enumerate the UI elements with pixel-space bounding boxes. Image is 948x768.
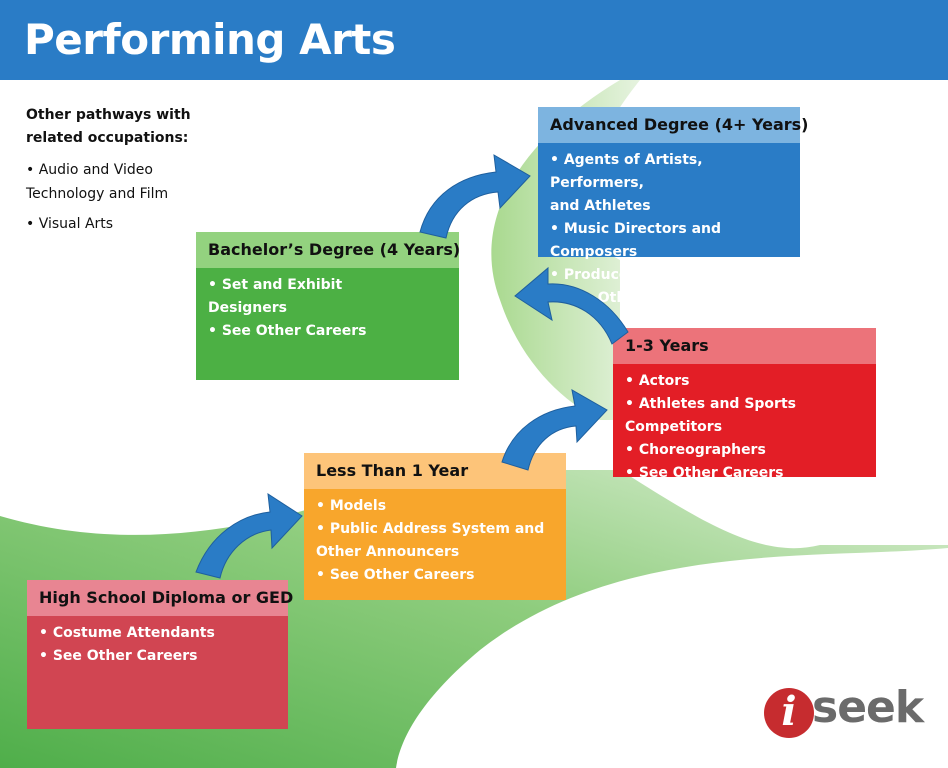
box-advanced-degree: Advanced Degree (4+ Years) Agents of Art…	[538, 107, 808, 306]
pathway-item-audio-video-line-1: • Audio and Video	[26, 162, 153, 178]
box-less-than-1-year: Less Than 1 Year Models Public Address S…	[304, 453, 566, 600]
career-link[interactable]: Set and Exhibit	[208, 274, 447, 297]
iseek-logo-mark: i	[764, 688, 814, 738]
see-other-careers-link[interactable]: See Other Careers	[208, 320, 447, 343]
career-link-continued[interactable]: and Athletes	[550, 198, 651, 214]
box-high-school-diploma: High School Diploma or GED Costume Atten…	[27, 580, 293, 729]
page-header: Performing Arts	[0, 0, 948, 80]
pathway-item-audio-video[interactable]: • Audio and Video Technology and Film	[26, 158, 206, 206]
career-link[interactable]: Athletes and Sports Competitors	[625, 393, 864, 439]
see-other-careers-link[interactable]: See Other Careers	[625, 462, 864, 485]
iseek-logo-wordmark: seek	[812, 682, 924, 733]
career-link[interactable]: Models	[316, 495, 554, 518]
other-pathways: Other pathways with related occupations:…	[26, 104, 206, 242]
box-1-3-years: 1-3 Years Actors Athletes and Sports Com…	[613, 328, 876, 481]
pathway-item-visual-arts[interactable]: • Visual Arts	[26, 212, 206, 236]
career-link-continued[interactable]: Designers	[208, 300, 287, 316]
see-other-careers-link[interactable]: See Other Careers	[39, 645, 276, 668]
box-less-than-1-year-list: Models Public Address System and Other A…	[304, 489, 566, 587]
pathway-item-visual-arts-line-1: • Visual Arts	[26, 216, 114, 232]
box-less-than-1-year-title: Less Than 1 Year	[304, 453, 566, 489]
other-pathways-list: • Audio and Video Technology and Film • …	[26, 158, 206, 236]
career-link[interactable]: Costume Attendants	[39, 622, 276, 645]
career-link[interactable]: Agents of Artists, Performers,	[550, 149, 788, 195]
other-pathways-title-line-2: related occupations:	[26, 130, 189, 146]
career-link[interactable]: Choreographers	[625, 439, 864, 462]
box-bachelors-degree: Bachelor’s Degree (4 Years) Set and Exhi…	[196, 232, 460, 380]
pathway-item-audio-video-line-2: Technology and Film	[26, 186, 169, 202]
career-link[interactable]: Music Directors and Composers	[550, 218, 788, 264]
career-link[interactable]: Public Address System and	[316, 518, 554, 541]
box-bachelors-list: Set and Exhibit Designers See Other Care…	[196, 268, 459, 343]
box-advanced-title: Advanced Degree (4+ Years)	[538, 107, 808, 143]
page-title: Performing Arts	[24, 15, 396, 64]
career-link[interactable]: Producers and Directors	[550, 264, 788, 287]
other-pathways-title-line-1: Other pathways with	[26, 107, 191, 123]
box-high-school-list: Costume Attendants See Other Careers	[27, 616, 288, 668]
see-other-careers-link[interactable]: See Other Careers	[316, 564, 554, 587]
career-link[interactable]: Actors	[625, 370, 864, 393]
box-1-3-years-title: 1-3 Years	[613, 328, 876, 364]
box-advanced-list: Agents of Artists, Performers, and Athle…	[538, 143, 800, 310]
box-bachelors-title: Bachelor’s Degree (4 Years)	[196, 232, 460, 268]
iseek-logo[interactable]: i seek	[764, 682, 934, 742]
career-link-continued[interactable]: Other Announcers	[316, 544, 460, 560]
box-1-3-years-list: Actors Athletes and Sports Competitors C…	[613, 364, 876, 485]
see-other-careers-link[interactable]: See Other Careers	[550, 287, 788, 310]
box-high-school-title: High School Diploma or GED	[27, 580, 293, 616]
